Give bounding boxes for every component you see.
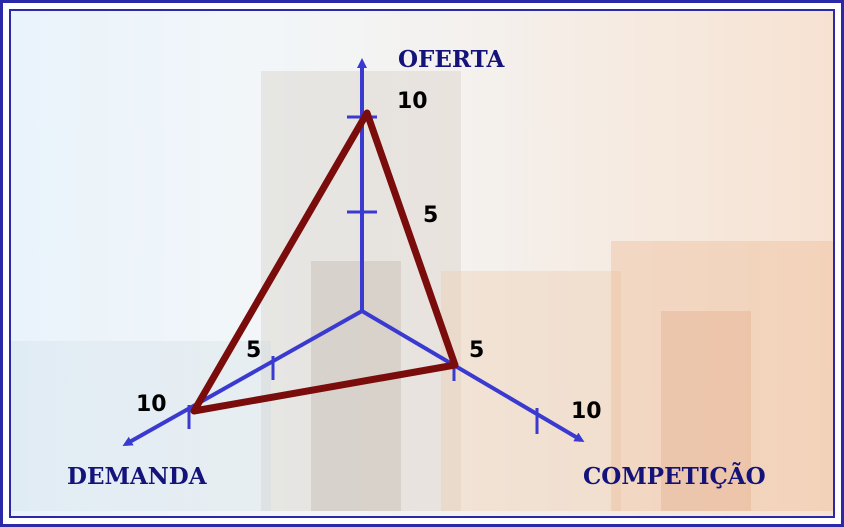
triangle-profile bbox=[190, 109, 459, 415]
value-oferta-5: 5 bbox=[423, 203, 438, 228]
label-oferta: OFERTA bbox=[398, 46, 505, 73]
value-demanda-5: 5 bbox=[246, 338, 261, 363]
axis-demanda bbox=[122, 309, 363, 446]
value-competicao-10: 10 bbox=[571, 399, 602, 424]
value-demanda-10: 10 bbox=[136, 392, 167, 417]
label-demanda: DEMANDA bbox=[67, 463, 208, 490]
axis-competicao bbox=[360, 309, 585, 443]
value-oferta-10: 10 bbox=[397, 89, 428, 114]
value-competicao-5: 5 bbox=[469, 338, 484, 363]
label-competicao: COMPETIÇÃO bbox=[583, 463, 766, 490]
background-photo bbox=[11, 11, 833, 516]
